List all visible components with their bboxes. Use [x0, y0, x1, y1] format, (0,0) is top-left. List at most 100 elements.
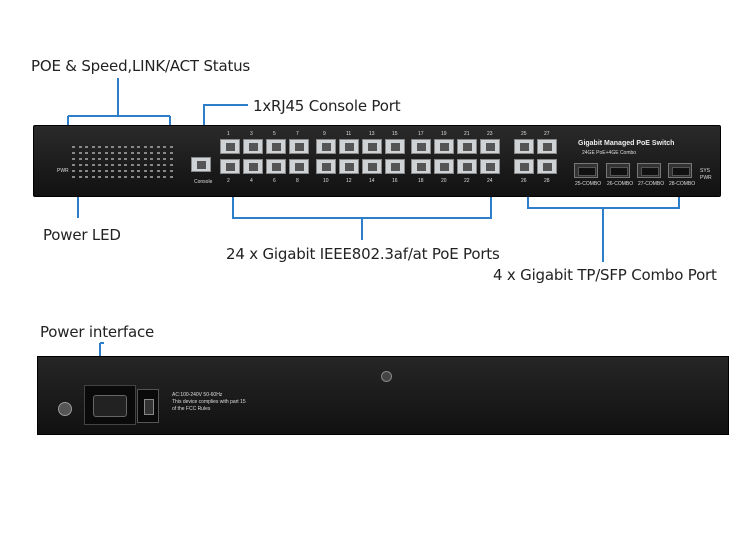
- status-led: [91, 176, 95, 178]
- port-number: 17: [418, 131, 424, 137]
- poe-port-bottom-10[interactable]: [434, 159, 454, 174]
- status-led: [143, 164, 147, 166]
- status-led: [169, 164, 173, 166]
- poe-port-bottom-6[interactable]: [339, 159, 359, 174]
- combo-rj45-top-1[interactable]: [514, 139, 534, 154]
- combo-rj45-bottom-1[interactable]: [514, 159, 534, 174]
- status-led: [124, 170, 127, 172]
- sfp-slot-2[interactable]: [606, 163, 630, 178]
- status-led: [117, 152, 121, 154]
- status-led: [78, 170, 82, 172]
- status-led: [163, 170, 166, 172]
- poe-port-top-6[interactable]: [339, 139, 359, 154]
- status-led: [104, 146, 108, 148]
- poe-port-bottom-11[interactable]: [457, 159, 477, 174]
- status-led: [156, 152, 160, 154]
- port-number: 16: [392, 178, 398, 184]
- status-led: [111, 170, 114, 172]
- status-led: [117, 146, 121, 148]
- poe-port-bottom-2[interactable]: [243, 159, 263, 174]
- combo-ports-callout: 4 x Gigabit TP/SFP Combo Port: [493, 266, 717, 284]
- status-led: [85, 176, 88, 178]
- rating-line2: This device complies with part 15: [172, 399, 246, 405]
- poe-port-top-3[interactable]: [266, 139, 286, 154]
- poe-port-top-10[interactable]: [434, 139, 454, 154]
- port-number: 23: [487, 131, 493, 137]
- status-led: [117, 164, 121, 166]
- status-led: [91, 146, 95, 148]
- status-led: [117, 158, 121, 160]
- poe-port-top-4[interactable]: [289, 139, 309, 154]
- poe-port-top-12[interactable]: [480, 139, 500, 154]
- poe-port-bottom-7[interactable]: [362, 159, 382, 174]
- port-number: 5: [273, 131, 276, 137]
- status-led: [169, 170, 173, 172]
- port-number: 18: [418, 178, 424, 184]
- status-led: [137, 152, 140, 154]
- sfp-slot-4[interactable]: [668, 163, 692, 178]
- status-led: [98, 146, 101, 148]
- status-led: [98, 176, 101, 178]
- status-led: [163, 164, 166, 166]
- poe-port-bottom-8[interactable]: [385, 159, 405, 174]
- port-number: 25: [521, 131, 527, 137]
- poe-status-callout: POE & Speed,LINK/ACT Status: [31, 57, 251, 75]
- status-led: [169, 152, 173, 154]
- status-led: [163, 158, 166, 160]
- poe-port-bottom-4[interactable]: [289, 159, 309, 174]
- status-led: [104, 158, 108, 160]
- status-led: [78, 164, 82, 166]
- port-number: 20: [441, 178, 447, 184]
- port-number: 7: [296, 131, 299, 137]
- status-led: [111, 146, 114, 148]
- poe-port-top-9[interactable]: [411, 139, 431, 154]
- status-led: [91, 170, 95, 172]
- console-callout: 1xRJ45 Console Port: [253, 97, 401, 115]
- status-led: [130, 176, 134, 178]
- poe-port-bottom-1[interactable]: [220, 159, 240, 174]
- port-number: 1: [227, 131, 230, 137]
- poe-port-top-5[interactable]: [316, 139, 336, 154]
- status-led: [137, 176, 140, 178]
- poe-port-top-7[interactable]: [362, 139, 382, 154]
- poe-port-top-11[interactable]: [457, 139, 477, 154]
- status-led: [85, 146, 88, 148]
- poe-port-top-8[interactable]: [385, 139, 405, 154]
- combo-rj45-bottom-2[interactable]: [537, 159, 557, 174]
- status-led: [78, 176, 82, 178]
- poe-port-bottom-12[interactable]: [480, 159, 500, 174]
- power-led-callout: Power LED: [43, 226, 121, 244]
- poe-port-bottom-3[interactable]: [266, 159, 286, 174]
- status-led: [98, 152, 101, 154]
- power-inlet[interactable]: [84, 385, 136, 425]
- status-led: [78, 152, 82, 154]
- port-number: 24: [487, 178, 493, 184]
- poe-port-bottom-5[interactable]: [316, 159, 336, 174]
- status-led: [143, 170, 147, 172]
- console-port[interactable]: [191, 157, 211, 172]
- poe-port-top-2[interactable]: [243, 139, 263, 154]
- power-switch[interactable]: [137, 389, 159, 423]
- poe-port-bottom-9[interactable]: [411, 159, 431, 174]
- status-led: [98, 158, 101, 160]
- status-led: [130, 164, 134, 166]
- status-led: [124, 146, 127, 148]
- status-led: [85, 158, 88, 160]
- status-led: [78, 158, 82, 160]
- sfp-slot-1[interactable]: [574, 163, 598, 178]
- status-led: [124, 158, 127, 160]
- brand-title: Gigabit Managed PoE Switch: [578, 140, 675, 147]
- switch-rear-panel: AC:100-240V 50-60Hz This device complies…: [37, 356, 729, 435]
- pwr-led-label: PWR: [57, 168, 69, 174]
- status-led: [124, 152, 127, 154]
- combo-rj45-top-2[interactable]: [537, 139, 557, 154]
- status-led: [104, 164, 108, 166]
- status-led: [85, 164, 88, 166]
- status-led: [85, 170, 88, 172]
- status-led: [72, 170, 75, 172]
- screw-icon: [381, 371, 392, 382]
- status-led: [156, 158, 160, 160]
- status-led: [111, 164, 114, 166]
- poe-port-top-1[interactable]: [220, 139, 240, 154]
- sfp-slot-3[interactable]: [637, 163, 661, 178]
